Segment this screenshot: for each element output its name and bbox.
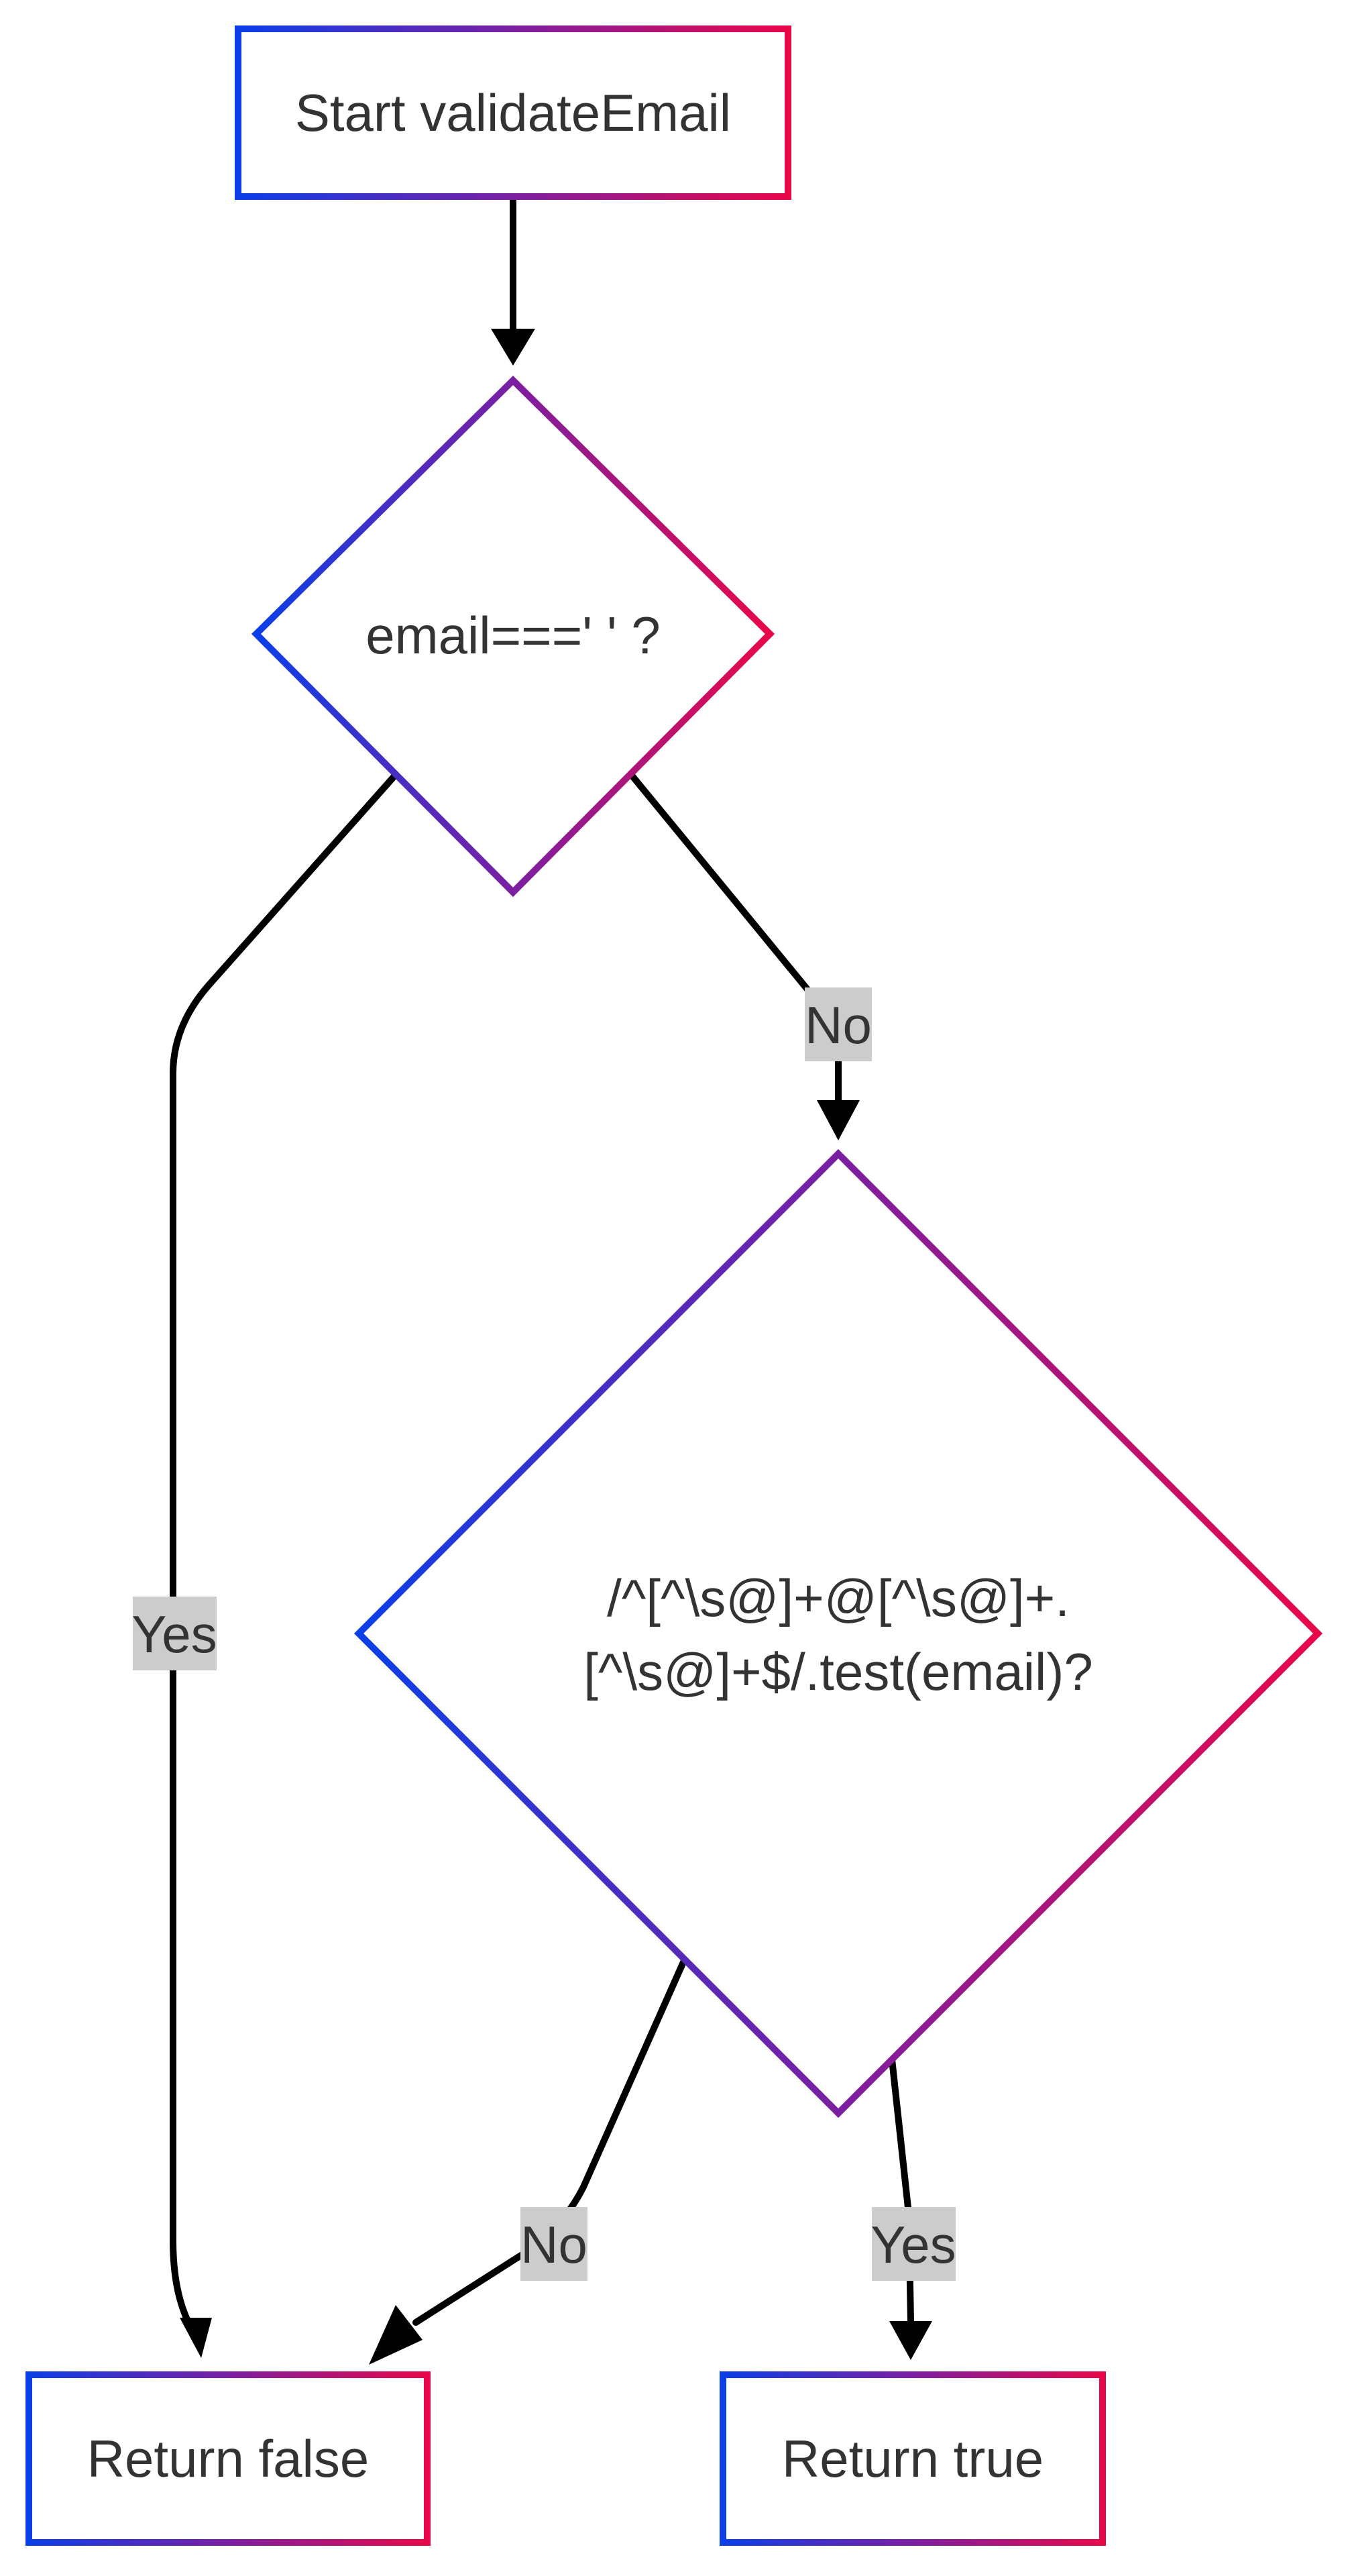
- arrowhead-icon: [491, 329, 535, 366]
- edge-label-text: Yes: [870, 2215, 956, 2274]
- regex-check-decision: /^[^\s@]+@[^\s@]+. [^\s@]+$/.test(email)…: [353, 1148, 1323, 2118]
- edge-empty-yes: [170, 773, 398, 2331]
- return-true-node: Return true: [720, 2371, 1106, 2546]
- return-true-label: Return true: [782, 2429, 1044, 2488]
- empty-check-label: email===' ' ?: [365, 606, 661, 665]
- arrowhead-icon: [889, 2321, 932, 2360]
- regex-check-label-line2: [^\s@]+$/.test(email)?: [583, 1642, 1093, 1701]
- regex-check-label-line1: /^[^\s@]+@[^\s@]+.: [607, 1568, 1070, 1627]
- start-node: Start validateEmail: [235, 25, 791, 200]
- edge-label-text: Yes: [131, 1605, 217, 1664]
- empty-check-decision: email===' ' ?: [251, 375, 775, 898]
- start-node-label: Start validateEmail: [295, 83, 731, 142]
- edge-label-text: No: [520, 2215, 587, 2274]
- edge-label-empty-yes: Yes: [131, 1597, 217, 1670]
- return-false-label: Return false: [87, 2429, 370, 2488]
- arrowhead-icon: [180, 2318, 212, 2358]
- arrowhead-icon: [817, 1100, 860, 1140]
- arrowhead-icon: [369, 2305, 423, 2365]
- edge-label-regex-no: No: [520, 2207, 587, 2281]
- return-false-node: Return false: [25, 2371, 431, 2546]
- edge-label-text: No: [805, 996, 872, 1055]
- edge-label-empty-no: No: [805, 987, 872, 1061]
- edge-regex-yes: [889, 2056, 914, 2324]
- edge-label-regex-yes: Yes: [870, 2207, 956, 2281]
